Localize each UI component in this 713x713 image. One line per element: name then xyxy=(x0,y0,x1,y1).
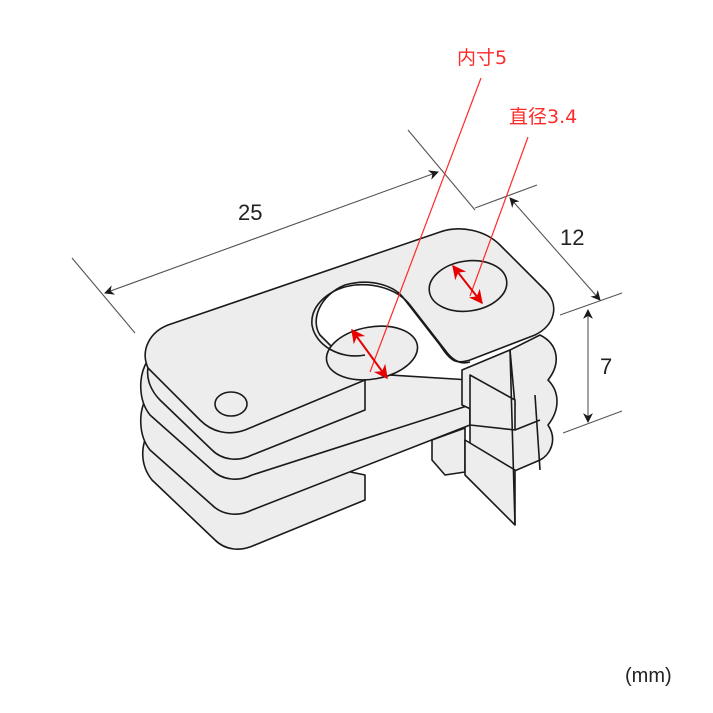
rivet-dot xyxy=(214,391,248,417)
hole-diameter-arrow xyxy=(452,264,483,305)
width-dimension-line xyxy=(509,197,601,301)
unit-label: (mm) xyxy=(625,665,672,687)
inner-slot-callout-label: 内寸5 xyxy=(457,47,508,69)
width-label: 12 xyxy=(560,225,585,250)
latch-block-lower xyxy=(431,427,466,476)
hole-diameter-callout-label: 直径3.4 xyxy=(509,106,578,128)
top-plate-front-edge xyxy=(146,367,366,460)
clip-part xyxy=(139,228,558,550)
dimension-lines xyxy=(71,129,623,434)
length-label: 25 xyxy=(238,200,263,225)
height-label: 7 xyxy=(600,354,613,379)
inner-slot-leader xyxy=(369,77,482,373)
red-callouts xyxy=(351,77,529,380)
latch-slit xyxy=(509,349,541,526)
inner-slot-arrow xyxy=(351,328,388,380)
length-dimension-line xyxy=(104,170,439,295)
